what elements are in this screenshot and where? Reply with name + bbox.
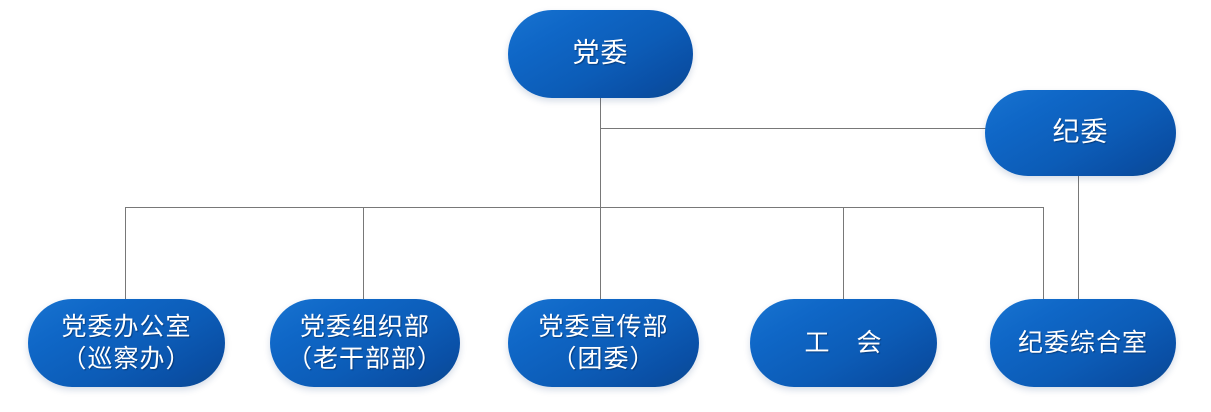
connector-root-to-branch — [600, 128, 986, 129]
node-propaganda-department[interactable]: 党委宣传部 （团委） — [508, 299, 699, 387]
node-labor-union[interactable]: 工 会 — [750, 299, 937, 387]
node-label-line: 纪委 — [1052, 117, 1109, 149]
node-organization-department[interactable]: 党委组织部 （老干部部） — [270, 299, 460, 387]
connector-drop-leaf4 — [843, 207, 844, 300]
node-label-line-secondary: （巡察办） — [61, 344, 192, 373]
connector-drop-leaf3 — [600, 207, 601, 300]
connector-drop-leaf1 — [125, 207, 126, 300]
node-label-line-secondary: （团委） — [551, 344, 656, 373]
node-discipline-commission[interactable]: 纪委 — [985, 90, 1176, 176]
node-label-line: 党委宣传部 — [538, 311, 669, 341]
node-discipline-general-office[interactable]: 纪委综合室 — [990, 299, 1176, 387]
node-label-line: 工 会 — [804, 327, 883, 357]
connector-branch-to-leaf5 — [1078, 176, 1079, 300]
connector-main-bus — [125, 207, 1044, 208]
node-label-line: 党委组织部 — [299, 311, 430, 341]
node-label-line-secondary: （老干部部） — [286, 344, 443, 373]
connector-drop-leaf5 — [1043, 207, 1044, 300]
node-label-line: 党委办公室 — [61, 311, 192, 341]
connector-drop-leaf2 — [363, 207, 364, 300]
node-label-line: 纪委综合室 — [1017, 327, 1148, 357]
node-label-line: 党委 — [572, 38, 629, 70]
node-party-committee[interactable]: 党委 — [508, 10, 693, 98]
node-party-office[interactable]: 党委办公室 （巡察办） — [28, 299, 225, 387]
connector-root-stem — [600, 98, 601, 208]
